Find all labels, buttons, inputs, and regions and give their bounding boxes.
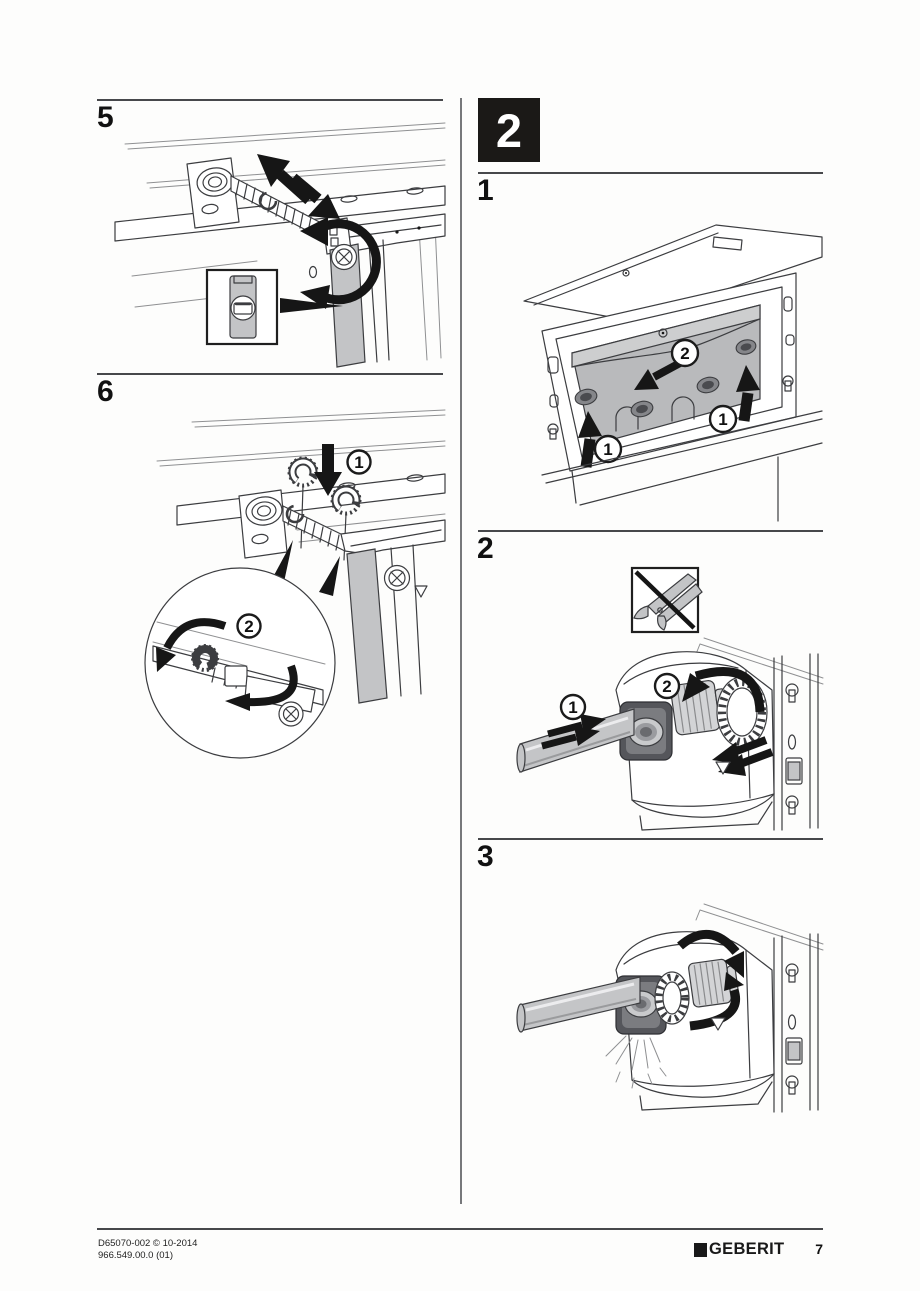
callout-step2-turn: 2 (653, 672, 681, 700)
insert-arrows-icon (541, 714, 606, 750)
callout-step1-left: 1 (593, 434, 623, 464)
vertical-rail (346, 544, 428, 704)
rule-step5 (97, 99, 443, 101)
svg-text:2: 2 (662, 677, 671, 696)
rule-right-step2 (478, 530, 823, 532)
lift-arrow-left-icon (578, 411, 602, 468)
wall-anchor-collar (238, 489, 288, 559)
marker-triangle (715, 761, 731, 775)
wall-anchor-collar (186, 157, 240, 229)
magnifier-pointer-right (319, 556, 340, 596)
cistern-bottom (541, 410, 823, 522)
step6-illustration: 1 (144, 409, 446, 759)
frame-rail (773, 933, 819, 1113)
page-number: 7 (815, 1241, 823, 1257)
remove-plate-arrow-icon (634, 359, 682, 390)
turn-arrow-icon (682, 667, 765, 713)
right-step3-heading: 3 (477, 840, 494, 873)
right-step2-heading: 2 (477, 532, 494, 565)
step6-heading: 6 (97, 375, 114, 408)
slide-direction-arrows-icon (257, 154, 340, 219)
geberit-logo: GEBERIT (694, 1240, 784, 1259)
column-divider (460, 98, 462, 1204)
rail-bracket (340, 519, 446, 555)
threaded-rod (282, 504, 346, 552)
right-step1-heading: 1 (477, 174, 494, 207)
footer-references: D65070-002 © 10-2014 966.549.00.0 (01) (98, 1238, 197, 1262)
rule-step6 (97, 373, 443, 375)
rule-right-step3 (478, 838, 823, 840)
water-supply-pipe (516, 976, 641, 1033)
section-badge: 2 (478, 98, 540, 162)
callout-step6-turn: 2 (236, 613, 262, 639)
geberit-logo-square-icon (694, 1242, 707, 1257)
step5-heading: 5 (97, 101, 114, 134)
svg-text:1: 1 (718, 410, 727, 429)
rule-right-step1 (478, 172, 823, 174)
rotation-arrow-icon (300, 217, 381, 309)
pull-arrows-icon (712, 736, 774, 776)
detail-inset-box (205, 268, 343, 346)
turn-arrows-icon (156, 618, 298, 711)
geberit-logo-text: GEBERIT (709, 1240, 785, 1258)
right-step3-illustration (516, 903, 824, 1113)
right-step1-illustration: 2 1 1 (523, 224, 823, 522)
cistern-edge (695, 903, 824, 951)
knurled-ring-mounted (654, 971, 690, 1025)
article-ref: 966.549.00.0 (01) (98, 1250, 174, 1261)
frame-rail (773, 653, 819, 831)
svg-text:1: 1 (603, 440, 612, 459)
down-arrow-icon (314, 444, 342, 496)
marker-triangle (710, 1017, 726, 1031)
magnifier-detail-circle: 2 (144, 567, 336, 759)
no-pliers-icon (630, 566, 703, 634)
inset-pointer-arrow (280, 298, 343, 313)
callout-step1-right: 1 (708, 404, 738, 434)
document-ref: D65070-002 © 10-2014 (98, 1238, 198, 1249)
step5-illustration (114, 122, 446, 368)
svg-text:2: 2 (244, 617, 253, 636)
callout-step6-clip: 1 (346, 449, 372, 475)
footer-rule (97, 1228, 823, 1230)
svg-text:1: 1 (568, 698, 577, 717)
callout-step1-plate: 2 (670, 338, 700, 368)
water-spray (605, 1035, 667, 1089)
threaded-rod (230, 175, 330, 243)
tighten-arrows-icon (677, 929, 744, 1031)
right-step2-illustration: 2 1 (516, 566, 824, 831)
lift-arrow-right-icon (736, 365, 760, 422)
svg-text:2: 2 (680, 344, 689, 363)
adjustment-screw (330, 243, 358, 271)
svg-text:1: 1 (354, 453, 363, 472)
callout-step2-insert: 1 (559, 693, 587, 721)
